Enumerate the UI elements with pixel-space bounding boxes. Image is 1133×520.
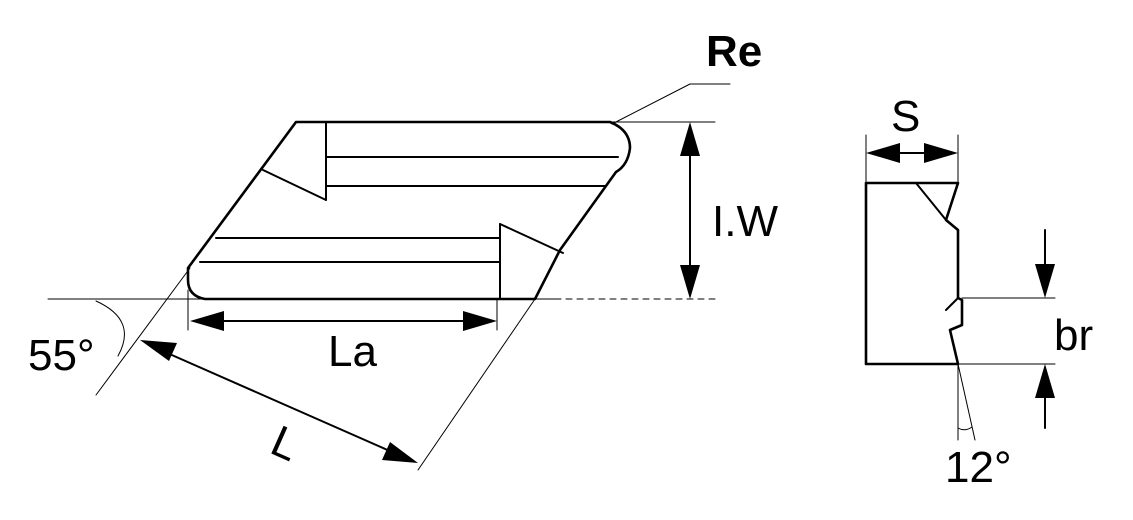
s-label: S <box>891 92 920 141</box>
side-rake-line <box>915 182 947 221</box>
angle-12-label: 12° <box>945 443 1012 492</box>
insert-side-view: S br 12° <box>864 92 1093 492</box>
br-arrow-bottom <box>1035 364 1055 398</box>
l-ext-right <box>417 298 536 471</box>
upper-groove-bevel <box>262 169 327 201</box>
s-arrow-right <box>924 143 958 163</box>
l-dimension-line <box>164 351 393 453</box>
br-arrow-top <box>1035 264 1055 298</box>
angle-55-label: 55° <box>28 331 95 380</box>
la-label: La <box>328 327 377 376</box>
insert-top-view: Re I.W 55° La L <box>28 27 778 471</box>
l-ext-left <box>95 267 191 396</box>
angle-12-incline <box>957 363 976 441</box>
re-label: Re <box>706 27 762 76</box>
l-label: L <box>264 416 306 471</box>
br-label: br <box>1054 311 1093 360</box>
angle-12-arc <box>957 426 973 431</box>
la-arrow-right <box>463 311 497 331</box>
iw-label: I.W <box>712 197 778 246</box>
side-notch-line <box>945 297 959 311</box>
angle-55-arc <box>95 300 125 357</box>
la-arrow-left <box>190 311 224 331</box>
insert-outline <box>186 120 632 301</box>
iw-arrow-bottom <box>680 265 700 299</box>
s-arrow-left <box>866 143 900 163</box>
side-profile-outline <box>864 181 964 366</box>
lower-groove-bevel <box>499 223 564 254</box>
iw-arrow-top <box>680 122 700 156</box>
re-leader-line <box>611 83 731 125</box>
l-arrow-left <box>140 340 177 361</box>
l-arrow-right <box>382 442 418 463</box>
